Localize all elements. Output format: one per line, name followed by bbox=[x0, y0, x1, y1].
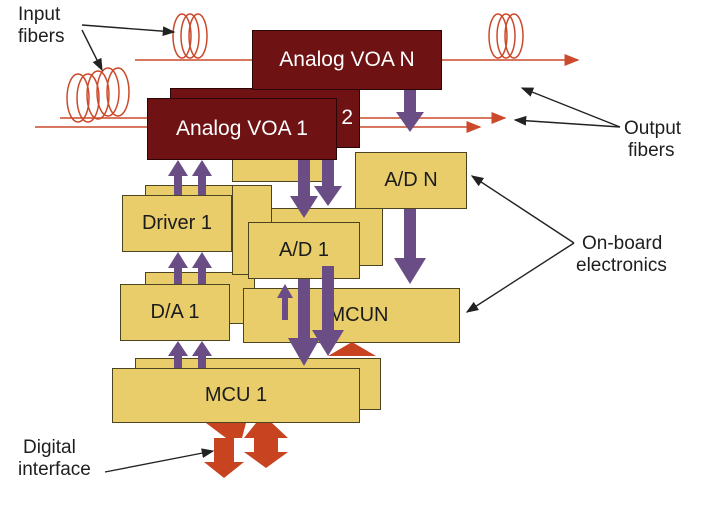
arrow-up-6 bbox=[192, 341, 212, 368]
arrow-up-small bbox=[277, 284, 293, 320]
interface-arrow-left bbox=[204, 423, 246, 478]
input-coil-lower bbox=[66, 67, 130, 123]
driver-1-block: Driver 1 bbox=[122, 195, 232, 252]
arrow-down-ad-n bbox=[394, 209, 426, 284]
voa-2-label: 2 bbox=[341, 106, 353, 129]
ad-n-block: A/D N bbox=[355, 152, 467, 209]
onboard-electronics-label: On-board electronics bbox=[576, 233, 667, 277]
arrow-down-voa-n bbox=[396, 90, 424, 132]
digital-interface-label: Digital interface bbox=[18, 437, 91, 481]
input-fibers-line-2: fibers bbox=[18, 26, 65, 47]
driver-1-label: Driver 1 bbox=[141, 212, 212, 234]
ad-1-label: A/D 1 bbox=[278, 239, 330, 261]
digital-line-2: interface bbox=[18, 459, 91, 480]
arrow-down-voa-1b bbox=[314, 160, 342, 206]
voa-1-label: Analog VOA 1 bbox=[176, 117, 308, 140]
da-1-label: D/A 1 bbox=[150, 301, 200, 323]
arrow-down-ad-1b bbox=[312, 266, 344, 356]
mcu-1-block: MCU 1 bbox=[112, 368, 360, 423]
voa-1-block: Analog VOA 1 bbox=[147, 98, 337, 160]
arrow-up-3 bbox=[168, 252, 188, 284]
onboard-line-1: On-board bbox=[582, 233, 663, 254]
voa-n-label: Analog VOA N bbox=[279, 48, 415, 71]
ad-1-block: A/D 1 bbox=[248, 222, 360, 279]
purple-arrows bbox=[168, 90, 426, 368]
output-fibers-label: Output fibers bbox=[624, 118, 681, 162]
leader-lines bbox=[81, 24, 621, 473]
arrow-up-4 bbox=[192, 252, 212, 284]
interface-arrow-right bbox=[244, 423, 288, 468]
mcu-1-label: MCU 1 bbox=[204, 384, 268, 406]
arrow-up-5 bbox=[168, 341, 188, 368]
input-fibers-line-1: Input bbox=[18, 4, 61, 25]
arrow-up-2 bbox=[192, 160, 212, 195]
onboard-line-2: electronics bbox=[576, 255, 667, 276]
arrow-up-1 bbox=[168, 160, 188, 195]
ad-n-label: A/D N bbox=[384, 169, 438, 191]
digital-interface-arrows bbox=[204, 342, 376, 478]
da-1-block: D/A 1 bbox=[120, 284, 230, 341]
voa-n-block: Analog VOA N bbox=[252, 30, 442, 90]
output-coil-top bbox=[488, 13, 524, 59]
mcu-n-up-triangle bbox=[328, 342, 376, 356]
mcu-n-label: MCUN bbox=[328, 304, 389, 326]
arrow-down-ad-1a bbox=[288, 279, 320, 366]
digital-line-1: Digital bbox=[23, 437, 76, 458]
input-fibers-label: Input fibers bbox=[18, 4, 64, 48]
output-fibers-line-1: Output bbox=[624, 118, 682, 139]
output-fibers-line-2: fibers bbox=[628, 140, 675, 161]
arrow-down-voa-1a bbox=[290, 160, 318, 218]
